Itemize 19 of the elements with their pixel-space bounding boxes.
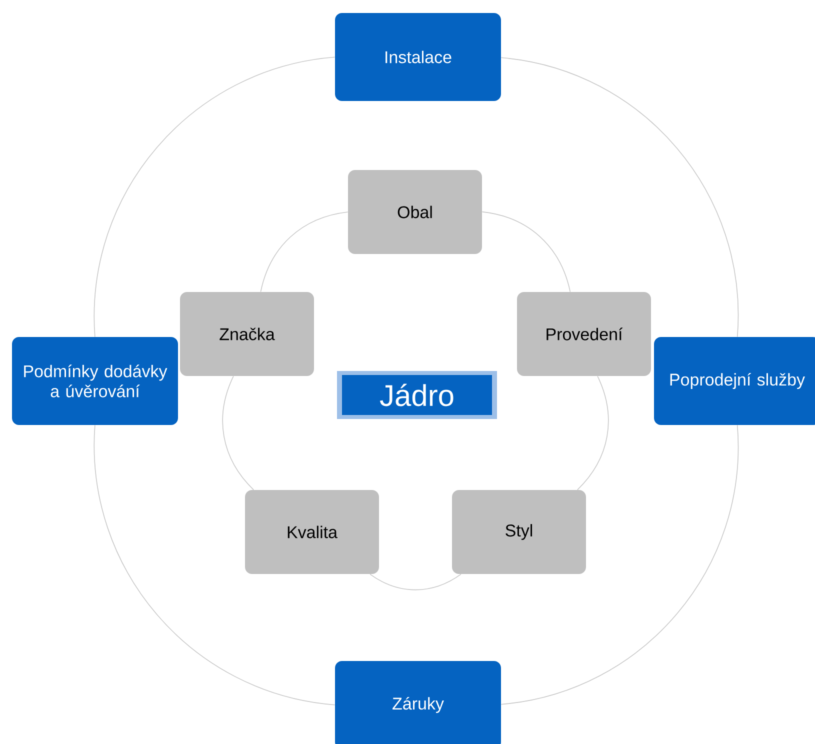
connector-arc <box>500 424 738 705</box>
inner-box: Provedení <box>517 292 651 376</box>
connector-arc <box>482 211 571 292</box>
inner-box: Obal <box>348 170 482 254</box>
outer-box: Podmínky dodávky a úvěrování <box>12 337 178 425</box>
connector-arc <box>500 57 738 338</box>
connector-arc <box>260 212 348 292</box>
outer-box: Poprodejní služby <box>654 337 815 425</box>
connector-arc <box>222 376 254 490</box>
connector-arc <box>577 376 609 490</box>
inner-box: Styl <box>452 490 586 574</box>
inner-box: Značka <box>180 292 314 376</box>
connector-arc <box>94 56 336 338</box>
connector-arc <box>370 574 462 590</box>
outer-box: Záruky <box>335 661 501 744</box>
core-label: Jádro <box>337 371 497 419</box>
outer-box: Instalace <box>335 13 501 101</box>
inner-box: Kvalita <box>245 490 379 574</box>
connector-arc <box>94 424 336 706</box>
